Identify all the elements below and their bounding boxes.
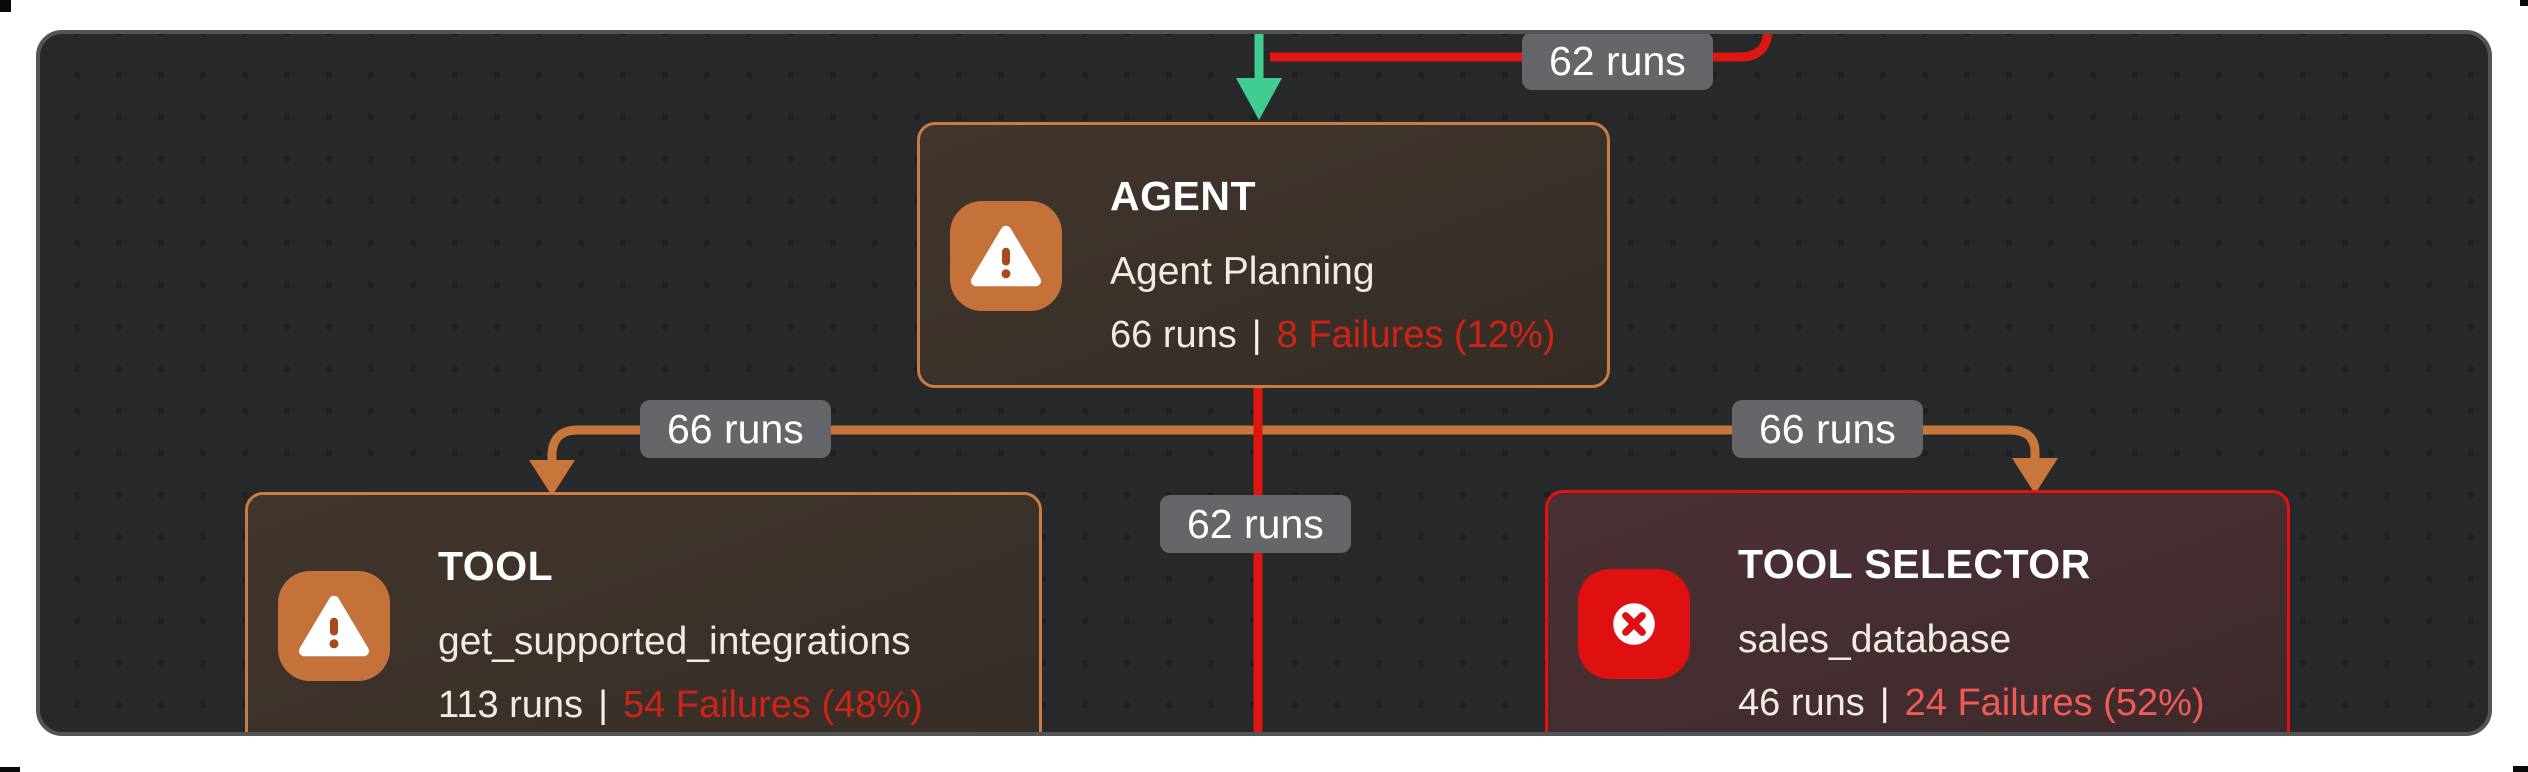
runs-count: 113 runs bbox=[438, 684, 584, 726]
node-tool[interactable]: TOOL get_supported_integrations 113 runs… bbox=[245, 492, 1042, 732]
edge-label-top-62-runs: 62 runs bbox=[1522, 34, 1713, 90]
stats-separator: | bbox=[1251, 314, 1262, 356]
node-stats: 66 runs | 8 Failures (12%) bbox=[1110, 311, 1555, 359]
node-agent[interactable]: AGENT Agent Planning 66 runs | 8 Failures … bbox=[917, 122, 1610, 388]
stats-separator: | bbox=[1879, 682, 1890, 724]
node-tool-selector[interactable]: TOOL SELECTOR sales_database 46 runs | 24 … bbox=[1545, 490, 2290, 732]
node-text-block: TOOL SELECTOR sales_database 46 runs | 24 … bbox=[1738, 539, 2205, 732]
flow-graph-canvas[interactable]: 62 runs 66 runs 62 runs 66 runs AGENT Ag… bbox=[36, 30, 2492, 736]
edge-label-right-66-runs: 66 runs bbox=[1732, 400, 1923, 458]
edges-layer bbox=[529, 34, 2058, 732]
corner-mark bbox=[2513, 766, 2528, 772]
node-name-label: get_supported_integrations bbox=[438, 620, 911, 663]
node-name-label: sales_database bbox=[1738, 618, 2012, 661]
error-x-icon bbox=[1578, 569, 1690, 679]
green-arrowhead-icon bbox=[1236, 78, 1282, 120]
corner-mark bbox=[0, 767, 20, 772]
node-name-label: Agent Planning bbox=[1110, 250, 1375, 293]
warning-triangle-icon bbox=[950, 201, 1062, 311]
orange-arrowhead-left-icon bbox=[529, 460, 575, 496]
node-text-block: AGENT Agent Planning 66 runs | 8 Failures … bbox=[1110, 171, 1555, 385]
runs-count: 46 runs bbox=[1738, 682, 1865, 724]
edge-top-red-line bbox=[1270, 34, 1773, 62]
stats-separator: | bbox=[598, 684, 608, 726]
failures-count: 54 Failures (48%) bbox=[622, 684, 923, 726]
corner-mark bbox=[2520, 0, 2528, 6]
failures-count: 8 Failures (12%) bbox=[1276, 314, 1556, 356]
node-stats: 113 runs | 54 Failures (48%) bbox=[438, 681, 923, 729]
node-type-label: TOOL SELECTOR bbox=[1738, 541, 2091, 587]
node-stats: 46 runs | 24 Failures (52%) bbox=[1738, 679, 2205, 727]
edge-label-center-62-runs: 62 runs bbox=[1160, 495, 1351, 553]
node-text-block: TOOL get_supported_integrations 113 runs… bbox=[438, 541, 923, 732]
orange-arrowhead-right-icon bbox=[2012, 458, 2058, 494]
runs-count: 66 runs bbox=[1110, 314, 1237, 356]
edge-label-left-66-runs: 66 runs bbox=[640, 400, 831, 458]
node-type-label: AGENT bbox=[1110, 173, 1256, 219]
warning-triangle-icon bbox=[278, 571, 390, 681]
failures-count: 24 Failures (52%) bbox=[1904, 682, 2205, 724]
corner-mark bbox=[0, 0, 11, 12]
node-type-label: TOOL bbox=[438, 543, 554, 589]
edge-split-orange-line bbox=[547, 425, 2040, 466]
